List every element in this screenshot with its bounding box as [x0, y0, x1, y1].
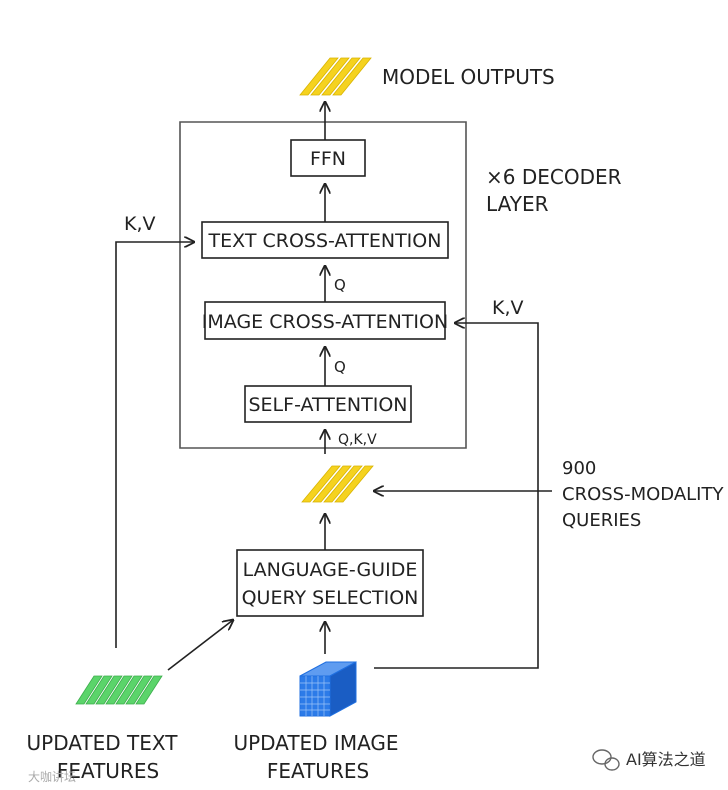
qkv-label: Q,K,V	[338, 432, 377, 448]
ffn-block	[290, 139, 366, 177]
arrow-text-to-selection	[167, 620, 233, 671]
image-features-label-line1: UPDATED IMAGE	[233, 731, 398, 755]
model-outputs-label: MODEL OUTPUTS	[382, 65, 555, 89]
query-selection-block	[236, 549, 424, 617]
image-kv-label: K,V	[492, 297, 524, 319]
wechat-logo-icon	[592, 749, 620, 771]
watermark-left: 大咖讲坛	[28, 770, 77, 784]
text-features-icon	[75, 675, 163, 705]
queries-count-label: 900	[562, 458, 596, 479]
query-selection-label-line1: LANGUAGE-GUIDE	[243, 559, 418, 581]
query-selection-label-line2: QUERY SELECTION	[242, 587, 419, 609]
image-cross-attention-block	[204, 301, 446, 340]
decoder-layer-label: LAYER	[486, 192, 549, 216]
arrow-text-kv-to-text-att	[115, 242, 194, 648]
ffn-label: FFN	[310, 148, 346, 170]
image-features-icon	[299, 661, 357, 717]
queries-type-label: CROSS-MODALITY	[562, 484, 724, 505]
text-kv-label: K,V	[124, 213, 156, 235]
text-cross-attention-block	[201, 221, 449, 259]
model-outputs-icon	[299, 57, 372, 96]
image-features-label-line2: FEATURES	[267, 759, 369, 783]
q-label-image-att: Q	[334, 358, 346, 376]
arrow-image-kv-to-image-att	[374, 323, 539, 669]
image-cross-attention-label: IMAGE CROSS-ATTENTION	[202, 311, 448, 333]
q-label-text-att: Q	[334, 276, 346, 294]
cross-modality-queries-icon	[301, 465, 374, 503]
decoder-layer-frame	[179, 121, 467, 449]
self-attention-label: SELF-ATTENTION	[248, 394, 407, 416]
queries-name-label: QUERIES	[562, 510, 641, 531]
text-features-label-line2: FEATURES	[57, 759, 159, 783]
text-cross-attention-label: TEXT CROSS-ATTENTION	[208, 230, 442, 252]
self-attention-block	[244, 385, 412, 423]
watermark-right: AI算法之道	[626, 750, 706, 769]
text-features-label-line1: UPDATED TEXT	[27, 731, 179, 755]
decoder-count-label: ×6 DECODER	[486, 165, 622, 189]
